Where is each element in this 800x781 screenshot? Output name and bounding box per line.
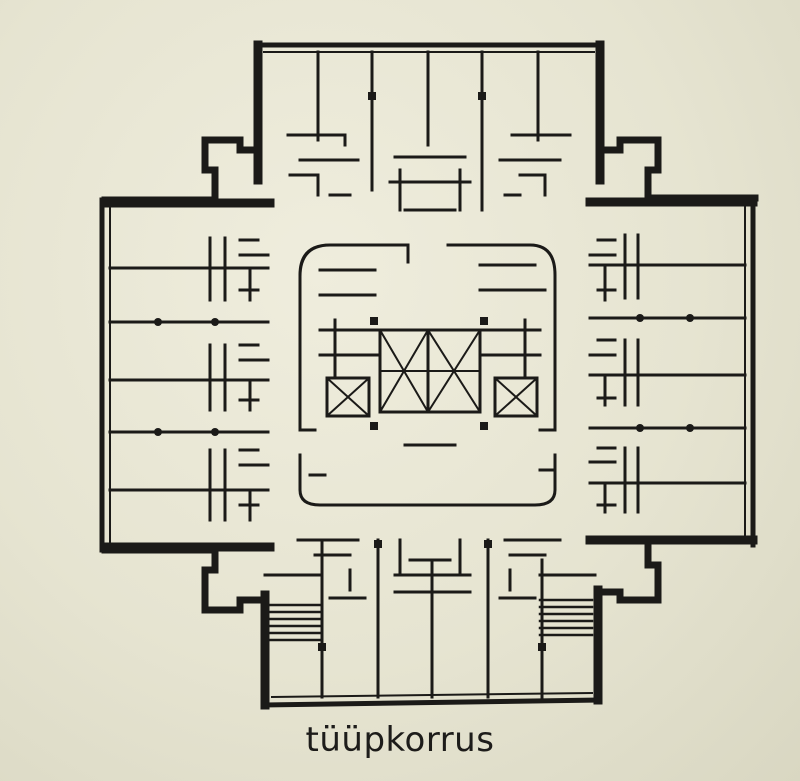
bottom-wing-partitions bbox=[263, 538, 597, 699]
top-wing-partitions bbox=[286, 50, 572, 212]
stairs-right bbox=[538, 598, 594, 637]
right-wing-partitions bbox=[588, 233, 747, 514]
left-wing-partitions bbox=[108, 236, 270, 522]
stairs-left bbox=[268, 603, 322, 642]
outer-walls bbox=[99, 40, 759, 710]
central-core bbox=[298, 243, 557, 507]
elevator-shafts bbox=[325, 328, 539, 418]
figure-caption: tüüpkorrus bbox=[305, 720, 495, 760]
